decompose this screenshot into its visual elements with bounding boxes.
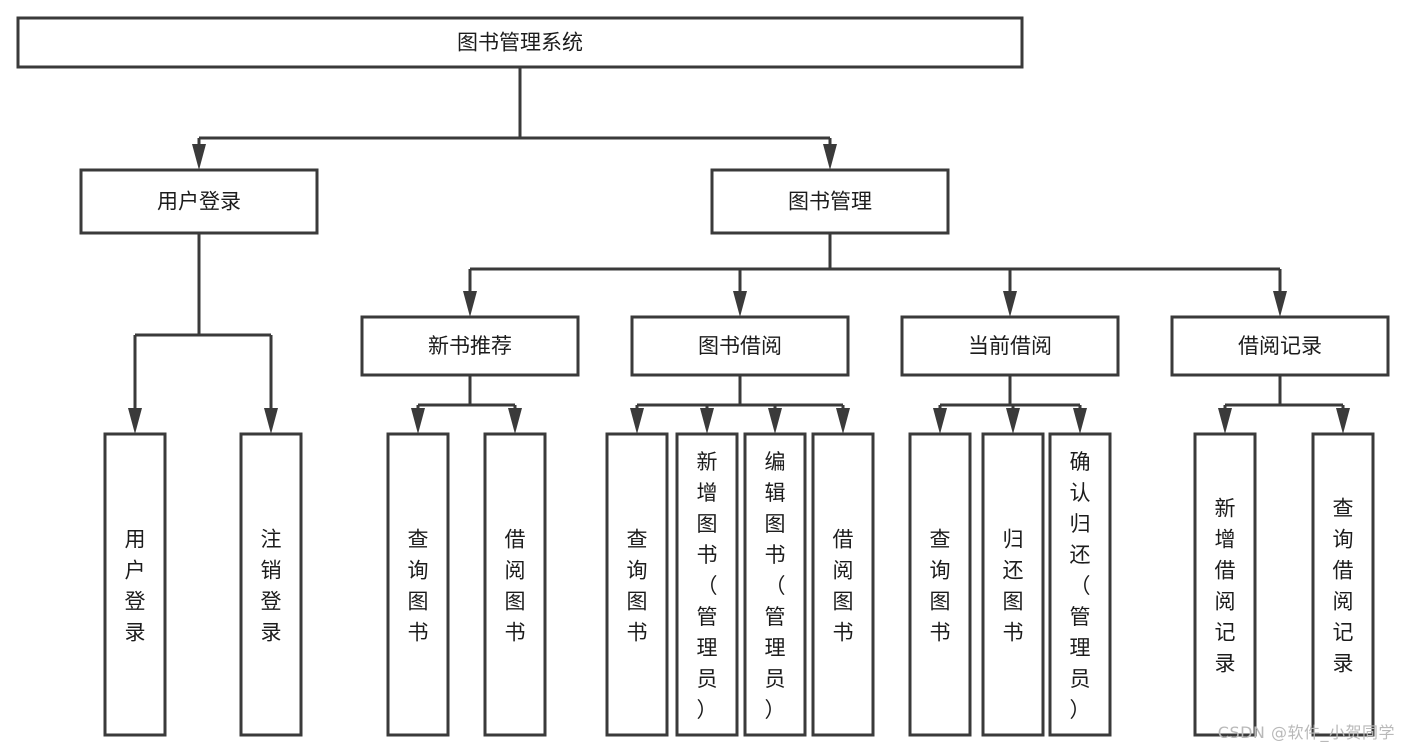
node-box-outline	[16, 16, 1024, 69]
node-box-outline	[811, 432, 875, 737]
level2-node-图书管理-1[interactable]: 图书管理	[710, 168, 950, 235]
current-to-leaves-arrow-icon-1	[1006, 408, 1020, 434]
node-label: 新增图书（管理员）	[697, 450, 718, 722]
node-label: 查询图书	[627, 528, 648, 645]
leaf-node-查询借阅记录-12[interactable]: 查询借阅记录	[1311, 432, 1375, 737]
node-box-outline	[1048, 432, 1112, 737]
leaf-node-查询图书-4[interactable]: 查询图书	[605, 432, 669, 737]
node-box-outline	[675, 432, 739, 737]
node-box-outline	[360, 315, 580, 377]
node-label: 借阅记录	[1238, 334, 1322, 358]
node-label: 用户登录	[157, 190, 241, 214]
borrow-to-leaves-arrow-icon-1	[700, 408, 714, 434]
node-box-outline	[1170, 315, 1390, 377]
node-label: 借阅图书	[833, 528, 854, 645]
bookmgmt-to-level3-arrow-icon-3	[1273, 291, 1287, 317]
node-box-outline	[103, 432, 167, 737]
node-label: 新书推荐	[428, 334, 512, 358]
bookmgmt-to-level3-arrow-icon-0	[463, 291, 477, 317]
node-label: 确认归还（管理员）	[1070, 450, 1091, 722]
node-box-outline	[605, 432, 669, 737]
node-label: 编辑图书（管理员）	[765, 450, 786, 722]
node-box-outline	[1311, 432, 1375, 737]
node-box-outline	[630, 315, 850, 377]
node-box-outline	[386, 432, 450, 737]
connector-layer	[128, 67, 1350, 434]
borrow-to-leaves-arrow-icon-0	[630, 408, 644, 434]
leaf-node-查询图书-2[interactable]: 查询图书	[386, 432, 450, 737]
node-box-outline	[743, 432, 807, 737]
leaf-node-归还图书-9[interactable]: 归还图书	[981, 432, 1045, 737]
root-to-level2-arrow-icon-1	[823, 144, 837, 170]
leaf-node-确认归还管理员-10[interactable]: 确认归还（管理员）	[1048, 432, 1112, 737]
node-label: 查询借阅记录	[1333, 497, 1354, 676]
record-to-leaves-arrow-icon-0	[1218, 408, 1232, 434]
userlogin-to-leaves-arrow-icon-1	[264, 408, 278, 434]
leaf-node-用户登录-0[interactable]: 用户登录	[103, 432, 167, 737]
level3-node-当前借阅-2[interactable]: 当前借阅	[900, 315, 1120, 377]
bookmgmt-to-level3-arrow-icon-2	[1003, 291, 1017, 317]
leaf-node-编辑图书管理员-6[interactable]: 编辑图书（管理员）	[743, 432, 807, 737]
newbook-to-leaves-arrow-icon-0	[411, 408, 425, 434]
node-box-outline	[1193, 432, 1257, 737]
leaf-node-查询图书-8[interactable]: 查询图书	[908, 432, 972, 737]
borrow-to-leaves-arrow-icon-3	[836, 408, 850, 434]
level2-node-用户登录-0[interactable]: 用户登录	[79, 168, 319, 235]
root-node[interactable]: 图书管理系统	[16, 16, 1024, 69]
node-label: 借阅图书	[505, 528, 526, 645]
leaf-node-借阅图书-7[interactable]: 借阅图书	[811, 432, 875, 737]
userlogin-to-leaves-arrow-icon-0	[128, 408, 142, 434]
node-label: 查询图书	[408, 528, 429, 645]
root-to-level2-arrow-icon-0	[192, 144, 206, 170]
leaf-node-借阅图书-3[interactable]: 借阅图书	[483, 432, 547, 737]
node-box-outline	[483, 432, 547, 737]
borrow-to-leaves-arrow-icon-2	[768, 408, 782, 434]
node-layer: 图书管理系统用户登录图书管理新书推荐图书借阅当前借阅借阅记录用户登录注销登录查询…	[16, 16, 1390, 737]
level3-node-借阅记录-3[interactable]: 借阅记录	[1170, 315, 1390, 377]
node-box-outline	[981, 432, 1045, 737]
leaf-node-新增借阅记录-11[interactable]: 新增借阅记录	[1193, 432, 1257, 737]
node-box-outline	[900, 315, 1120, 377]
node-box-outline	[710, 168, 950, 235]
node-label: 注销登录	[261, 528, 282, 645]
node-label: 用户登录	[125, 528, 146, 645]
node-label: 图书管理系统	[457, 31, 583, 55]
node-box-outline	[908, 432, 972, 737]
newbook-to-leaves-arrow-icon-1	[508, 408, 522, 434]
node-label: 查询图书	[930, 528, 951, 645]
current-to-leaves-arrow-icon-0	[933, 408, 947, 434]
bookmgmt-to-level3-arrow-icon-1	[733, 291, 747, 317]
level3-node-图书借阅-1[interactable]: 图书借阅	[630, 315, 850, 377]
record-to-leaves-arrow-icon-1	[1336, 408, 1350, 434]
node-label: 图书管理	[788, 190, 872, 214]
current-to-leaves-arrow-icon-2	[1073, 408, 1087, 434]
node-label: 归还图书	[1003, 528, 1024, 645]
level3-node-新书推荐-0[interactable]: 新书推荐	[360, 315, 580, 377]
node-label: 新增借阅记录	[1215, 497, 1236, 676]
node-label: 图书借阅	[698, 334, 782, 358]
node-label: 当前借阅	[968, 334, 1052, 358]
node-box-outline	[239, 432, 303, 737]
leaf-node-注销登录-1[interactable]: 注销登录	[239, 432, 303, 737]
node-box-outline	[79, 168, 319, 235]
leaf-node-新增图书管理员-5[interactable]: 新增图书（管理员）	[675, 432, 739, 737]
